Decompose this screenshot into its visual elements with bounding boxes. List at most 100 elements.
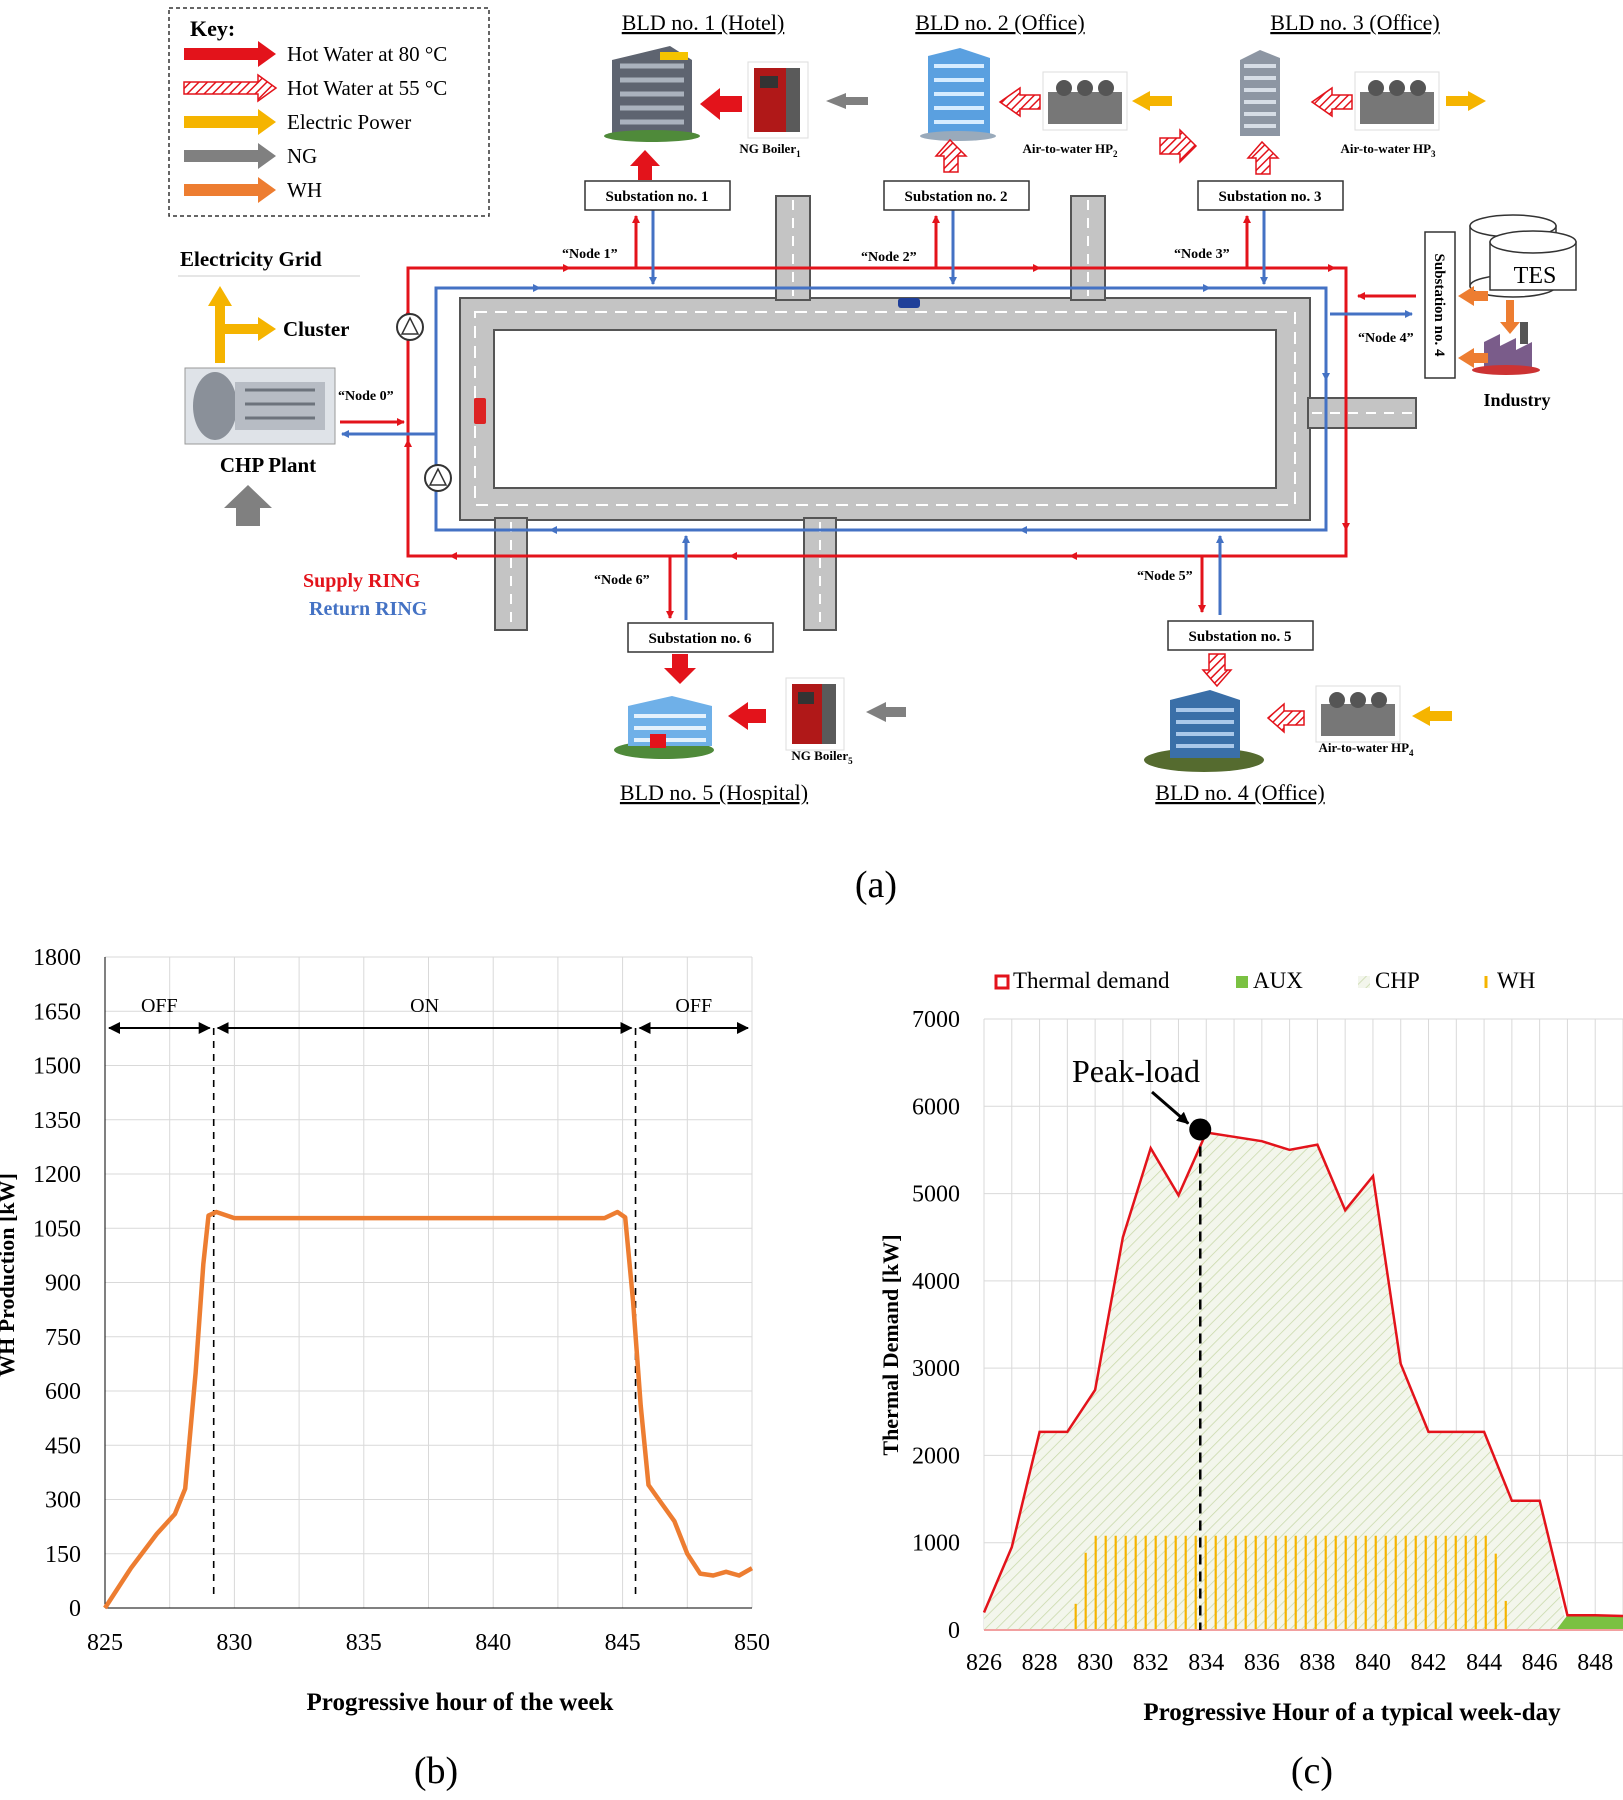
wh-bars [1074, 1535, 1507, 1630]
node-5-label: “Node 5” [1137, 569, 1193, 584]
legend-label-3: WH [1497, 968, 1535, 993]
hp-3-label: Air-to-water HP3 [1340, 141, 1436, 159]
key-arrow-0 [184, 41, 276, 67]
ng-input-arrow [826, 93, 868, 109]
electric-input-arrow [1412, 706, 1452, 726]
substation-4: Substation no. 4 [1424, 231, 1456, 379]
district-heating-diagram: Key: Hot Water at 80 °C Hot Water at 55 °… [168, 7, 1577, 906]
x-tick-label: 825 [87, 1630, 123, 1656]
chart-c-ylabel: Thermal Demand [kW] [878, 1234, 903, 1455]
hp-4-label: Air-to-water HP4 [1318, 740, 1414, 758]
heat-up-arrow [1246, 140, 1280, 175]
key-title: Key: [190, 16, 235, 41]
y-tick-label: 1800 [33, 945, 81, 971]
ng-boiler-icon [785, 677, 845, 751]
chp-area [984, 1132, 1568, 1630]
thermal-demand-line [982, 1131, 1623, 1618]
bld-1-label: BLD no. 1 (Hotel) [622, 10, 785, 35]
hospital-building-icon [614, 696, 714, 759]
y-tick-label: 750 [45, 1325, 81, 1351]
y-tick-label: 2000 [912, 1443, 960, 1469]
substation-6-label: Substation no. 6 [649, 631, 752, 647]
legend-label-1: AUX [1253, 968, 1303, 993]
key-label-4: WH [287, 178, 322, 202]
chart-c-xlabel: Progressive Hour of a typical week-day [1143, 1699, 1561, 1726]
y-tick-label: 6000 [912, 1094, 960, 1120]
x-tick-label: 826 [966, 1650, 1002, 1676]
legend-swatch-aux [1236, 976, 1248, 988]
x-tick-label: 844 [1466, 1650, 1502, 1676]
state-label-0: OFF [141, 995, 178, 1017]
heat-up-arrow [630, 150, 660, 180]
substation-4-label: Substation no. 4 [1431, 254, 1447, 357]
state-label-2: OFF [675, 995, 712, 1017]
node-3-label: “Node 3” [1174, 247, 1230, 262]
boiler-1-label: NG Boiler1 [739, 141, 801, 159]
key-arrow-2 [184, 109, 276, 135]
bld-3-label: BLD no. 3 (Office) [1270, 10, 1439, 35]
electric-input-arrow [1132, 91, 1172, 111]
x-tick-label: 830 [216, 1630, 252, 1656]
panel-c-label: (c) [1291, 1750, 1333, 1792]
peak-load-label: Peak-load [1072, 1053, 1200, 1089]
wh-arrow [1458, 348, 1488, 368]
x-tick-label: 850 [734, 1630, 770, 1656]
return-ring-label: Return RING [309, 598, 428, 620]
electric-input-arrow [1446, 91, 1486, 111]
x-tick-label: 840 [1355, 1650, 1391, 1676]
aux-area [1556, 1615, 1623, 1630]
ng-boiler-icon [747, 61, 809, 139]
air-to-water-heat-pump-icon [1315, 685, 1401, 743]
heat-transfer-arrow [1159, 128, 1198, 164]
x-tick-label: 835 [346, 1630, 382, 1656]
chp-plant: CHP Plant [184, 367, 336, 526]
substation-3-label: Substation no. 3 [1219, 189, 1322, 205]
office-building-icon [1144, 690, 1264, 772]
heat-supply-arrow [998, 86, 1041, 118]
peak-load-arrow [1151, 1090, 1190, 1125]
peak-load-annotation: Peak-load [1072, 1053, 1212, 1630]
heat-down-arrow [1201, 653, 1233, 688]
y-tick-label: 4000 [912, 1269, 960, 1295]
heat-supply-arrow [728, 702, 766, 730]
chp-plant-label: CHP Plant [220, 453, 316, 477]
y-tick-label: 1350 [33, 1108, 81, 1134]
key-arrow-1 [183, 73, 278, 103]
wh-production-line [103, 1209, 754, 1610]
key-label-1: Hot Water at 55 °C [287, 76, 447, 100]
x-tick-label: 845 [605, 1630, 641, 1656]
legend-label-2: CHP [1375, 968, 1420, 993]
x-tick-label: 838 [1299, 1650, 1335, 1676]
y-tick-label: 150 [45, 1542, 81, 1568]
heat-down-arrow [664, 654, 696, 684]
bld-4-label: BLD no. 4 (Office) [1155, 780, 1324, 805]
node-6-label: “Node 6” [594, 573, 650, 588]
y-tick-label: 450 [45, 1433, 81, 1459]
legend-key: Key: Hot Water at 80 °C Hot Water at 55 °… [168, 7, 490, 217]
legend-swatch-chp [1358, 976, 1370, 988]
x-tick-label: 842 [1411, 1650, 1447, 1676]
hp-2-label: Air-to-water HP2 [1022, 141, 1118, 159]
substation-1: Substation no. 1 [584, 180, 731, 211]
y-tick-label: 0 [948, 1618, 960, 1644]
electric-power-arrows [208, 286, 276, 363]
node-0-label: “Node 0” [338, 389, 394, 404]
air-to-water-heat-pump-icon [1354, 71, 1440, 131]
peak-load-marker [1189, 1118, 1212, 1141]
key-label-3: NG [287, 144, 317, 168]
heat-up-arrow [934, 138, 968, 173]
electricity-grid-label: Electricity Grid [180, 247, 322, 271]
wh-to-tes-arrow [1500, 300, 1520, 334]
cluster-label: Cluster [283, 317, 350, 341]
key-arrow-3 [184, 143, 276, 169]
y-tick-label: 0 [69, 1596, 81, 1622]
y-tick-label: 600 [45, 1379, 81, 1405]
tes-tank-icon: TES [1469, 214, 1577, 298]
hotel-building-icon [604, 46, 700, 142]
key-label-0: Hot Water at 80 °C [287, 42, 447, 66]
state-label-1: ON [410, 995, 439, 1017]
x-tick-label: 834 [1188, 1650, 1224, 1676]
substation-5: Substation no. 5 [1167, 620, 1314, 651]
